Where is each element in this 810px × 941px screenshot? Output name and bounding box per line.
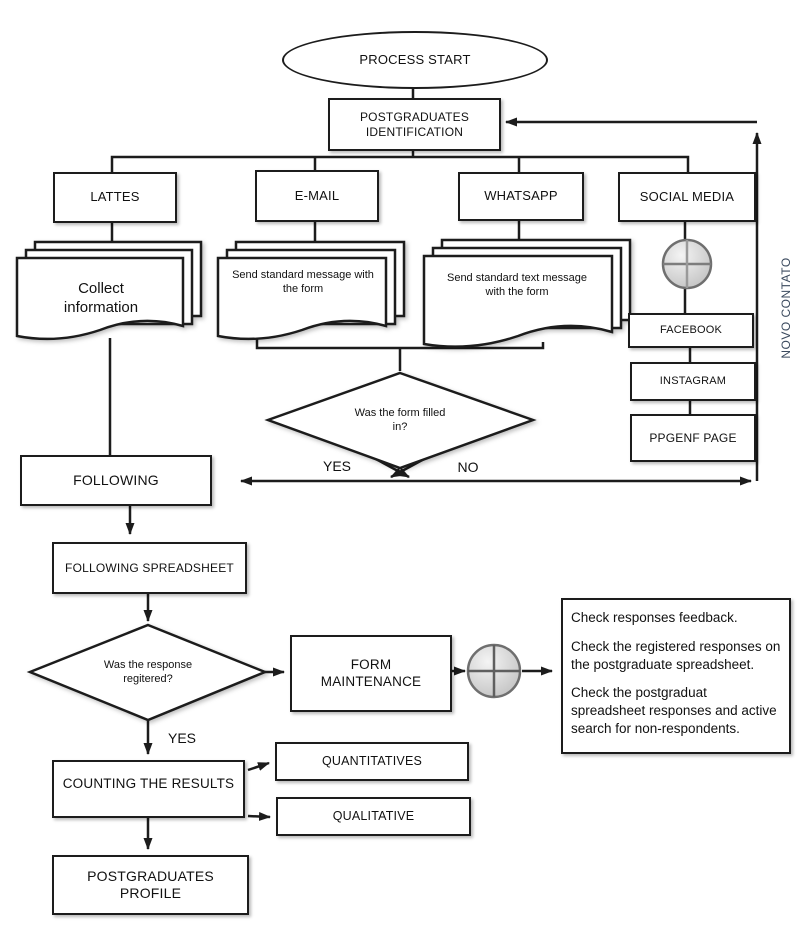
following-label: FOLLOWING [73,471,159,488]
no-branch-label: NO [457,458,479,475]
following-node[interactable]: FOLLOWING [20,455,212,506]
decision-response-registered-label: Was the response regitered? [103,658,193,685]
arrow-connectors [125,117,762,850]
process-start-label: PROCESS START [359,51,471,67]
check-notes-box: Check responses feedback. Check the regi… [561,598,791,754]
social-media-label: SOCIAL MEDIA [639,188,735,204]
postgraduates-identification-node[interactable]: POSTGRADUATES IDENTIFICATION [328,98,501,151]
edge-counting-to-quantitatives [247,761,270,772]
document-stacks [15,238,632,348]
yes-branch-2-label: YES [167,729,196,746]
form-maintenance-label: FORM MAINTENANCE [320,656,422,689]
top-rail [110,155,690,172]
postgraduates-identification-label: POSTGRADUATES IDENTIFICATION [359,109,470,139]
postgraduates-profile-node[interactable]: POSTGRADUATES PROFILE [52,855,249,915]
note-line-2: Check the registered responses on the po… [571,638,781,672]
facebook-node[interactable]: FACEBOOK [628,313,754,348]
social-media-node[interactable]: SOCIAL MEDIA [618,172,756,222]
following-spreadsheet-label: FOLLOWING SPREADSHEET [65,560,234,575]
qualitative-label: QUALITATIVE [332,808,415,823]
lattes-node[interactable]: LATTES [53,172,177,223]
counting-results-label: COUNTING THE RESULTS [62,776,235,791]
decision-response-registered-diamond [26,623,269,722]
ppgenf-page-node[interactable]: PPGENF PAGE [630,414,756,462]
instagram-node[interactable]: INSTAGRAM [630,362,756,401]
ppgenf-page-label: PPGENF PAGE [649,430,737,445]
email-label: E-MAIL [294,187,340,203]
instagram-label: INSTAGRAM [659,374,727,387]
whatsapp-doc-front [422,254,614,348]
decision-form-filled-label: Was the form filled in? [354,406,446,433]
novo-contato-label: NOVO CONTATO [779,257,793,359]
yes-branch-label: YES [322,457,351,474]
counting-results-node[interactable]: COUNTING THE RESULTS [52,760,245,818]
whatsapp-label: WHATSAPP [484,188,558,204]
quantitatives-node[interactable]: QUANTITATIVES [275,742,469,781]
facebook-label: FACEBOOK [659,323,723,336]
postgraduates-profile-label: POSTGRADUATES PROFILE [87,867,214,902]
decision-form-filled-diamond [264,371,537,470]
email-node[interactable]: E-MAIL [255,170,379,222]
email-doc-front [216,256,388,341]
collect-information-label: Collect information [63,279,139,317]
email-document-label: Send standard message with the form [232,268,374,295]
collect-doc-front [15,256,185,341]
note-line-1: Check responses feedback. [571,610,738,625]
connector-circles [466,238,713,699]
process-start-node[interactable]: PROCESS START [282,31,548,89]
tree-connectors [108,85,692,455]
form-maintenance-node[interactable]: FORM MAINTENANCE [290,635,452,712]
quantitatives-label: QUANTITATIVES [321,753,423,768]
following-spreadsheet-node[interactable]: FOLLOWING SPREADSHEET [52,542,247,594]
edge-counting-to-qualitative [247,812,271,821]
qualitative-node[interactable]: QUALITATIVE [276,797,471,836]
whatsapp-node[interactable]: WHATSAPP [458,172,584,221]
lattes-label: LATTES [90,189,140,205]
decision-shapes [26,371,537,722]
whatsapp-document-label: Send standard text message with the form [446,271,588,298]
note-line-3: Check the postgraduat spreadsheet respon… [571,685,777,737]
